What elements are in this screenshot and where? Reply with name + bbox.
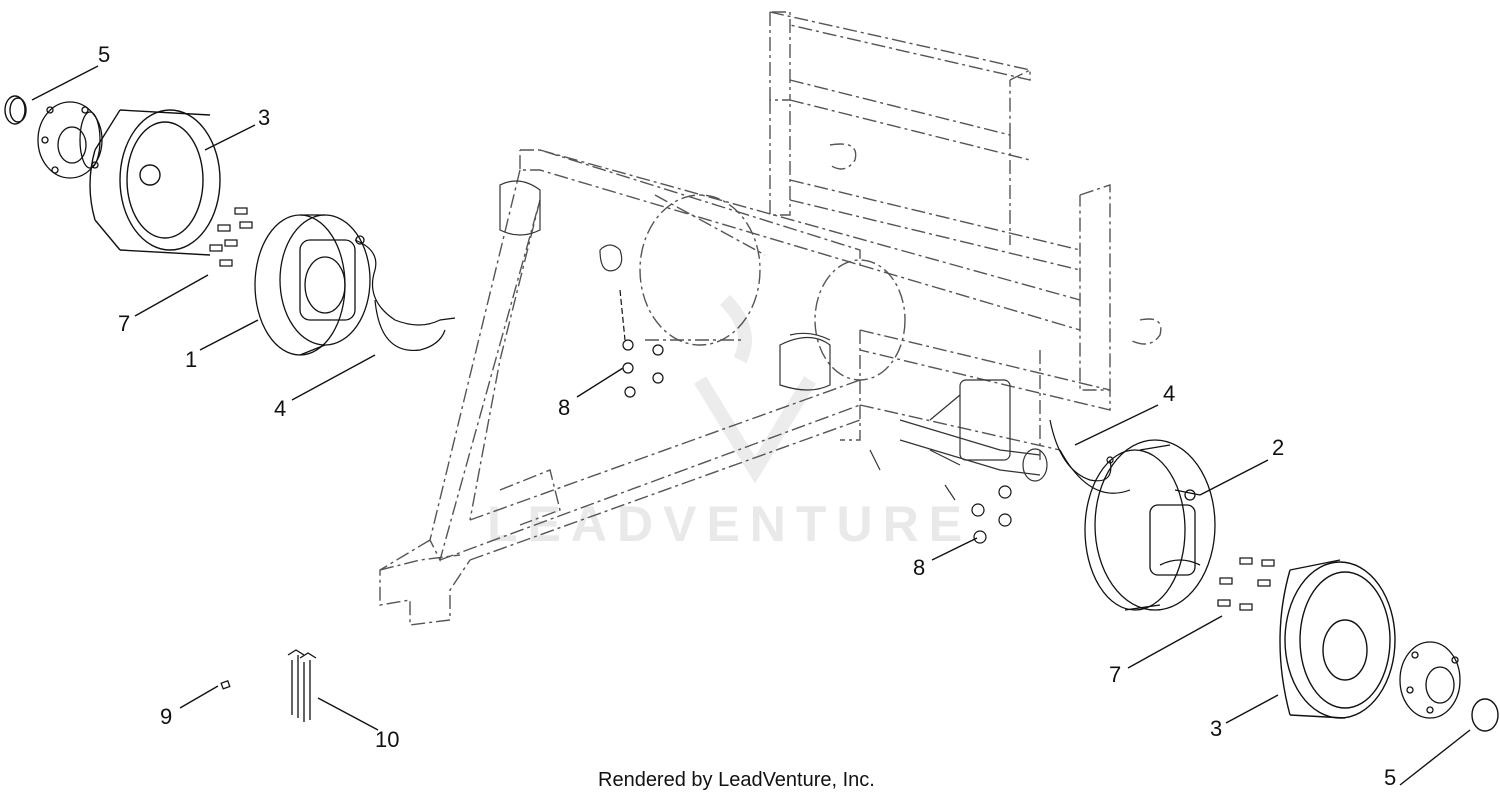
callout-7-right-studs: 7 (1109, 662, 1122, 687)
callout-4-left-wire: 4 (274, 396, 287, 421)
left-nuts (619, 289, 664, 398)
watermark-emblem (694, 295, 816, 484)
callout-2-right-brake: 2 (1272, 435, 1285, 460)
right-cap (1471, 698, 1499, 732)
callout-4-right-wire: 4 (1163, 381, 1176, 406)
callout-9-clip: 9 (160, 704, 173, 729)
callout-8-right-nuts: 8 (913, 555, 926, 580)
right-backing-plate (1084, 439, 1216, 611)
right-wire (1049, 419, 1131, 494)
left-drum (89, 109, 221, 256)
left-backing-plate (254, 214, 371, 356)
left-hub (37, 101, 103, 179)
callout-8-left-nuts: 8 (558, 395, 571, 420)
axle-shaft (499, 180, 1048, 501)
watermark: LEADVENTURE (487, 496, 973, 552)
chassis-frame (379, 11, 1162, 626)
callout-5-top-cap: 5 (98, 42, 111, 67)
left-studs (209, 207, 253, 267)
left-cap (4, 95, 27, 125)
right-studs (1217, 557, 1275, 611)
right-drum (1279, 559, 1396, 719)
part-10-cable-ties (287, 649, 317, 722)
right-hub (1399, 641, 1461, 719)
callout-3-top-drum: 3 (258, 105, 271, 130)
right-nuts (971, 485, 1012, 544)
callout-3-bottom-drum: 3 (1210, 716, 1223, 741)
callout-7-left-studs: 7 (118, 311, 131, 336)
callout-1-left-brake: 1 (185, 347, 198, 372)
leader-lines (31, 65, 1471, 786)
rendered-by-credit: Rendered by LeadVenture, Inc. (598, 769, 875, 791)
left-wire (354, 239, 456, 351)
part-9-clip (220, 679, 231, 690)
callout-10-cable-ties: 10 (375, 727, 400, 752)
callout-5-bottom-cap: 5 (1384, 765, 1397, 790)
